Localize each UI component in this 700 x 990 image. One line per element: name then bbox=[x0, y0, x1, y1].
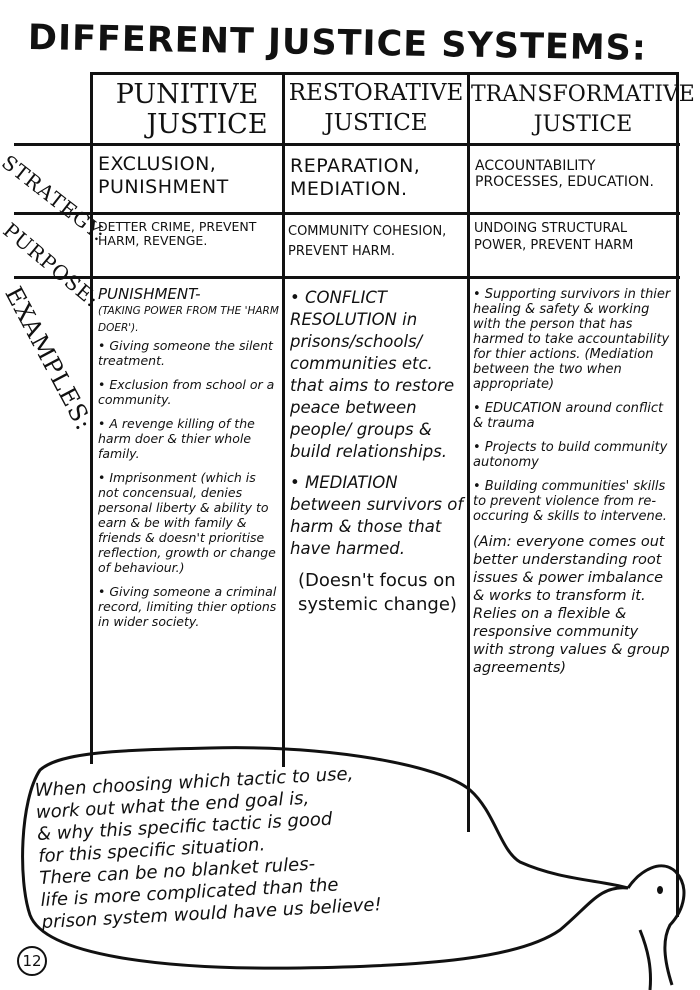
column-divider-2 bbox=[282, 72, 285, 767]
table-purpose-rule bbox=[14, 276, 680, 279]
header-restorative: RESTORATIVE JUSTICE bbox=[286, 78, 466, 138]
restorative-item-3: (Doesn't focus on systemic change) bbox=[298, 570, 457, 615]
purpose-transformative: UNDOING STRUCTURAL POWER, PREVENT HARM bbox=[474, 221, 634, 253]
page-number: 12 bbox=[17, 946, 47, 976]
header-restorative-line1: RESTORATIVE bbox=[288, 80, 464, 106]
header-transformative-line1: TRANSFORMATIVE bbox=[471, 82, 695, 107]
examples-transformative: • Supporting survivors in thier healing … bbox=[473, 287, 673, 686]
purpose-punitive: DETTER CRIME, PREVENT HARM, REVENGE. bbox=[98, 219, 257, 248]
punitive-subheading: (TAKING POWER FROM THE 'HARM DOER'). bbox=[98, 305, 279, 334]
header-punitive-line1: PUNITIVE bbox=[115, 79, 259, 110]
speaker-neck-outline bbox=[638, 929, 652, 990]
speaker-head-outline bbox=[626, 864, 686, 986]
speech-bubble-text: When choosing which tactic to use, work … bbox=[34, 756, 501, 934]
transformative-item-1: • Supporting survivors in thier healing … bbox=[473, 287, 671, 392]
purpose-restorative: COMMUNITY COHESION, PREVENT HARM. bbox=[288, 224, 447, 259]
speech-bubble-outline bbox=[21, 746, 629, 970]
transformative-item-2: • EDUCATION around conflict & trauma bbox=[473, 401, 664, 431]
speaker-eye bbox=[657, 886, 663, 894]
punitive-item-3: • A revenge killing of the harm doer & t… bbox=[98, 416, 255, 461]
table-strategy-rule bbox=[14, 212, 680, 215]
header-transformative-line2: JUSTICE bbox=[533, 112, 633, 137]
examples-restorative: • CONFLICT RESOLUTION in prisons/schools… bbox=[290, 287, 465, 626]
table-header-rule bbox=[14, 143, 680, 146]
header-restorative-line2: JUSTICE bbox=[324, 110, 428, 136]
header-punitive: PUNITIVE JUSTICE bbox=[94, 80, 280, 140]
punitive-heading: PUNISHMENT- bbox=[98, 285, 201, 303]
restorative-item-1: • CONFLICT RESOLUTION in prisons/schools… bbox=[290, 288, 455, 461]
strategy-punitive: EXCLUSION, PUNISHMENT bbox=[98, 153, 229, 198]
examples-punitive: PUNISHMENT- (TAKING POWER FROM THE 'HARM… bbox=[98, 287, 280, 638]
transformative-item-4: • Building communities' skills to preven… bbox=[473, 479, 667, 524]
column-divider-3 bbox=[467, 72, 470, 832]
column-divider-1 bbox=[90, 72, 93, 764]
header-transformative: TRANSFORMATIVE JUSTICE bbox=[471, 80, 695, 140]
punitive-item-2: • Exclusion from school or a community. bbox=[98, 377, 275, 407]
transformative-item-3: • Projects to build community autonomy bbox=[473, 440, 668, 470]
transformative-item-5: (Aim: everyone comes out better understa… bbox=[473, 534, 670, 676]
table-top-rule bbox=[92, 72, 678, 75]
punitive-item-1: • Giving someone the silent treatment. bbox=[98, 338, 273, 368]
strategy-transformative: ACCOUNTABILITY PROCESSES, EDUCATION. bbox=[475, 158, 654, 190]
strategy-restorative: REPARATION, MEDIATION. bbox=[290, 155, 421, 200]
column-divider-4 bbox=[676, 72, 679, 917]
restorative-item-2: • MEDIATION between survivors of harm & … bbox=[290, 473, 464, 558]
punitive-item-4: • Imprisonment (which is not concensual,… bbox=[98, 470, 276, 575]
punitive-item-5: • Giving someone a criminal record, limi… bbox=[98, 584, 277, 629]
header-punitive-line2: JUSTICE bbox=[146, 109, 268, 140]
